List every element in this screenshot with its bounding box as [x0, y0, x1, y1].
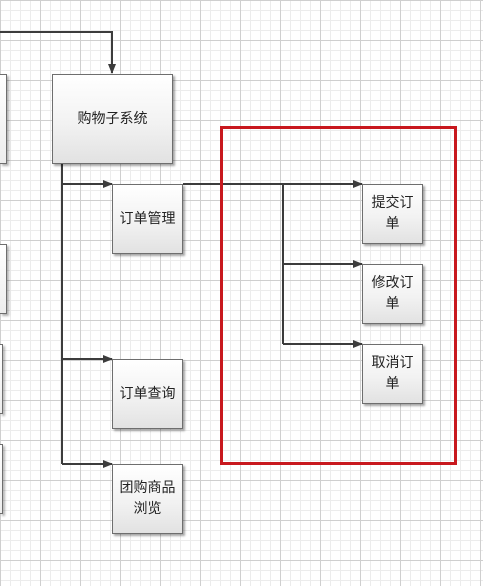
node-modify-order[interactable]: 修改订单 — [362, 264, 423, 324]
connector-parent-to-root — [0, 31, 116, 74]
node-cancel-order-label: 取消订单 — [371, 355, 414, 392]
node-group-buy-browse-label: 团购商品浏览 — [119, 480, 176, 517]
node-group-buy-browse[interactable]: 团购商品浏览 — [112, 464, 183, 534]
node-cancel-order[interactable]: 取消订单 — [362, 344, 423, 404]
offscreen-node-4 — [0, 444, 3, 514]
root-node-shopping-subsystem[interactable]: 购物子系统 — [52, 74, 173, 164]
node-order-query-label: 订单查询 — [119, 385, 176, 402]
offscreen-node-3 — [0, 344, 3, 414]
node-submit-order-label: 提交订单 — [371, 195, 414, 232]
node-modify-order-label: 修改订单 — [371, 275, 414, 312]
offscreen-node-2 — [0, 244, 7, 314]
node-submit-order[interactable]: 提交订单 — [362, 184, 423, 244]
root-node-label: 购物子系统 — [77, 110, 148, 127]
node-order-management-label: 订单管理 — [119, 210, 176, 227]
offscreen-node-1 — [0, 74, 7, 164]
node-order-query[interactable]: 订单查询 — [112, 359, 183, 429]
highlight-box — [220, 126, 457, 465]
node-order-management[interactable]: 订单管理 — [112, 184, 183, 254]
